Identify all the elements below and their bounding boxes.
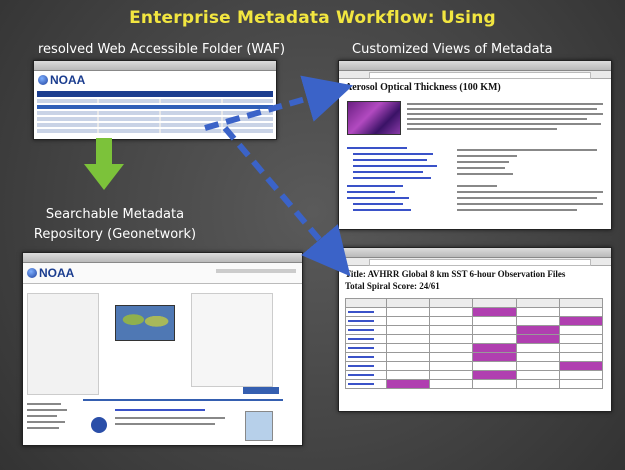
text-line xyxy=(457,161,509,163)
table-row xyxy=(345,379,604,389)
browser-titlebar xyxy=(339,248,611,258)
down-arrow-icon xyxy=(84,138,124,190)
text-line xyxy=(407,103,603,105)
text-line xyxy=(407,123,601,125)
aerosol-page-title: Aerosol Optical Thickness (100 KM) xyxy=(345,82,501,93)
text-line xyxy=(407,118,587,120)
waf-screenshot: NOAA xyxy=(33,60,277,140)
link[interactable] xyxy=(353,177,431,179)
text-line xyxy=(457,209,577,211)
address-bar xyxy=(339,258,611,266)
text-line xyxy=(115,423,215,425)
waf-table-header xyxy=(37,91,273,97)
geonetwork-header: NOAA xyxy=(23,263,302,284)
advanced-search-form[interactable] xyxy=(191,293,273,387)
browser-titlebar xyxy=(23,253,302,263)
geonetwork-screenshot: NOAA xyxy=(22,252,303,446)
result-thumbnail xyxy=(245,411,273,441)
repository-label-line2: Repository (Geonetwork) xyxy=(33,227,197,242)
results-sidebar xyxy=(27,399,75,443)
text-line xyxy=(457,185,497,187)
table-row xyxy=(345,370,604,380)
link[interactable] xyxy=(347,147,407,149)
slide-title: Enterprise Metadata Workflow: Using xyxy=(129,8,496,28)
table-row xyxy=(345,361,604,371)
noaa-globe-icon xyxy=(38,75,48,85)
waf-label: resolved Web Accessible Folder (WAF) xyxy=(38,42,286,57)
avhrr-view-screenshot: Title: AVHRR Global 8 km SST 6-hour Obse… xyxy=(338,247,612,412)
link[interactable] xyxy=(353,203,403,205)
browser-titlebar xyxy=(339,61,611,71)
aerosol-view-screenshot: Aerosol Optical Thickness (100 KM) xyxy=(338,60,612,230)
repository-label-line1: Searchable Metadata xyxy=(45,207,185,222)
table-row xyxy=(37,117,273,121)
search-results xyxy=(83,399,283,443)
noaa-result-icon xyxy=(91,417,107,433)
top-navigation[interactable] xyxy=(216,269,296,273)
text-line xyxy=(457,173,513,175)
link[interactable] xyxy=(353,153,433,155)
table-row xyxy=(345,352,604,362)
table-row xyxy=(37,129,273,133)
text-line xyxy=(27,415,57,417)
text-line xyxy=(457,155,517,157)
text-line xyxy=(27,427,59,429)
table-row xyxy=(37,99,273,103)
text-line xyxy=(457,149,597,151)
text-line xyxy=(407,128,557,130)
spiral-score-table xyxy=(345,298,604,389)
table-row xyxy=(37,105,273,109)
search-button[interactable] xyxy=(243,387,279,394)
arrow-to-avhrr xyxy=(222,126,351,277)
arrow-to-views xyxy=(204,75,354,131)
table-row xyxy=(345,325,604,335)
text-line xyxy=(407,113,603,115)
text-line xyxy=(27,409,67,411)
views-label: Customized Views of Metadata xyxy=(352,42,553,57)
search-panel[interactable] xyxy=(27,293,99,395)
result-link[interactable] xyxy=(115,409,205,411)
spiral-score: Total Spiral Score: 24/61 xyxy=(345,281,440,291)
text-line xyxy=(27,421,65,423)
link[interactable] xyxy=(347,197,409,199)
address-bar xyxy=(339,71,611,79)
repository-label: Searchable Metadata Repository (Geonetwo… xyxy=(24,205,206,245)
text-line xyxy=(457,167,505,169)
text-line xyxy=(407,108,597,110)
link[interactable] xyxy=(353,209,411,211)
link[interactable] xyxy=(353,165,437,167)
table-row xyxy=(37,111,273,115)
text-line xyxy=(27,403,61,405)
text-line xyxy=(457,191,603,193)
text-line xyxy=(457,203,603,205)
link[interactable] xyxy=(353,159,427,161)
noaa-logo: NOAA xyxy=(23,263,302,282)
table-row xyxy=(345,298,604,308)
link[interactable] xyxy=(347,191,395,193)
noaa-logo: NOAA xyxy=(34,71,276,89)
link[interactable] xyxy=(353,171,423,173)
table-row xyxy=(345,307,604,317)
link[interactable] xyxy=(347,185,403,187)
text-line xyxy=(457,197,597,199)
browser-titlebar xyxy=(34,61,276,71)
world-map[interactable] xyxy=(115,305,175,341)
text-line xyxy=(115,417,225,419)
avhrr-page-title: Title: AVHRR Global 8 km SST 6-hour Obse… xyxy=(345,269,566,279)
noaa-globe-icon xyxy=(27,268,37,278)
table-row xyxy=(37,123,273,127)
